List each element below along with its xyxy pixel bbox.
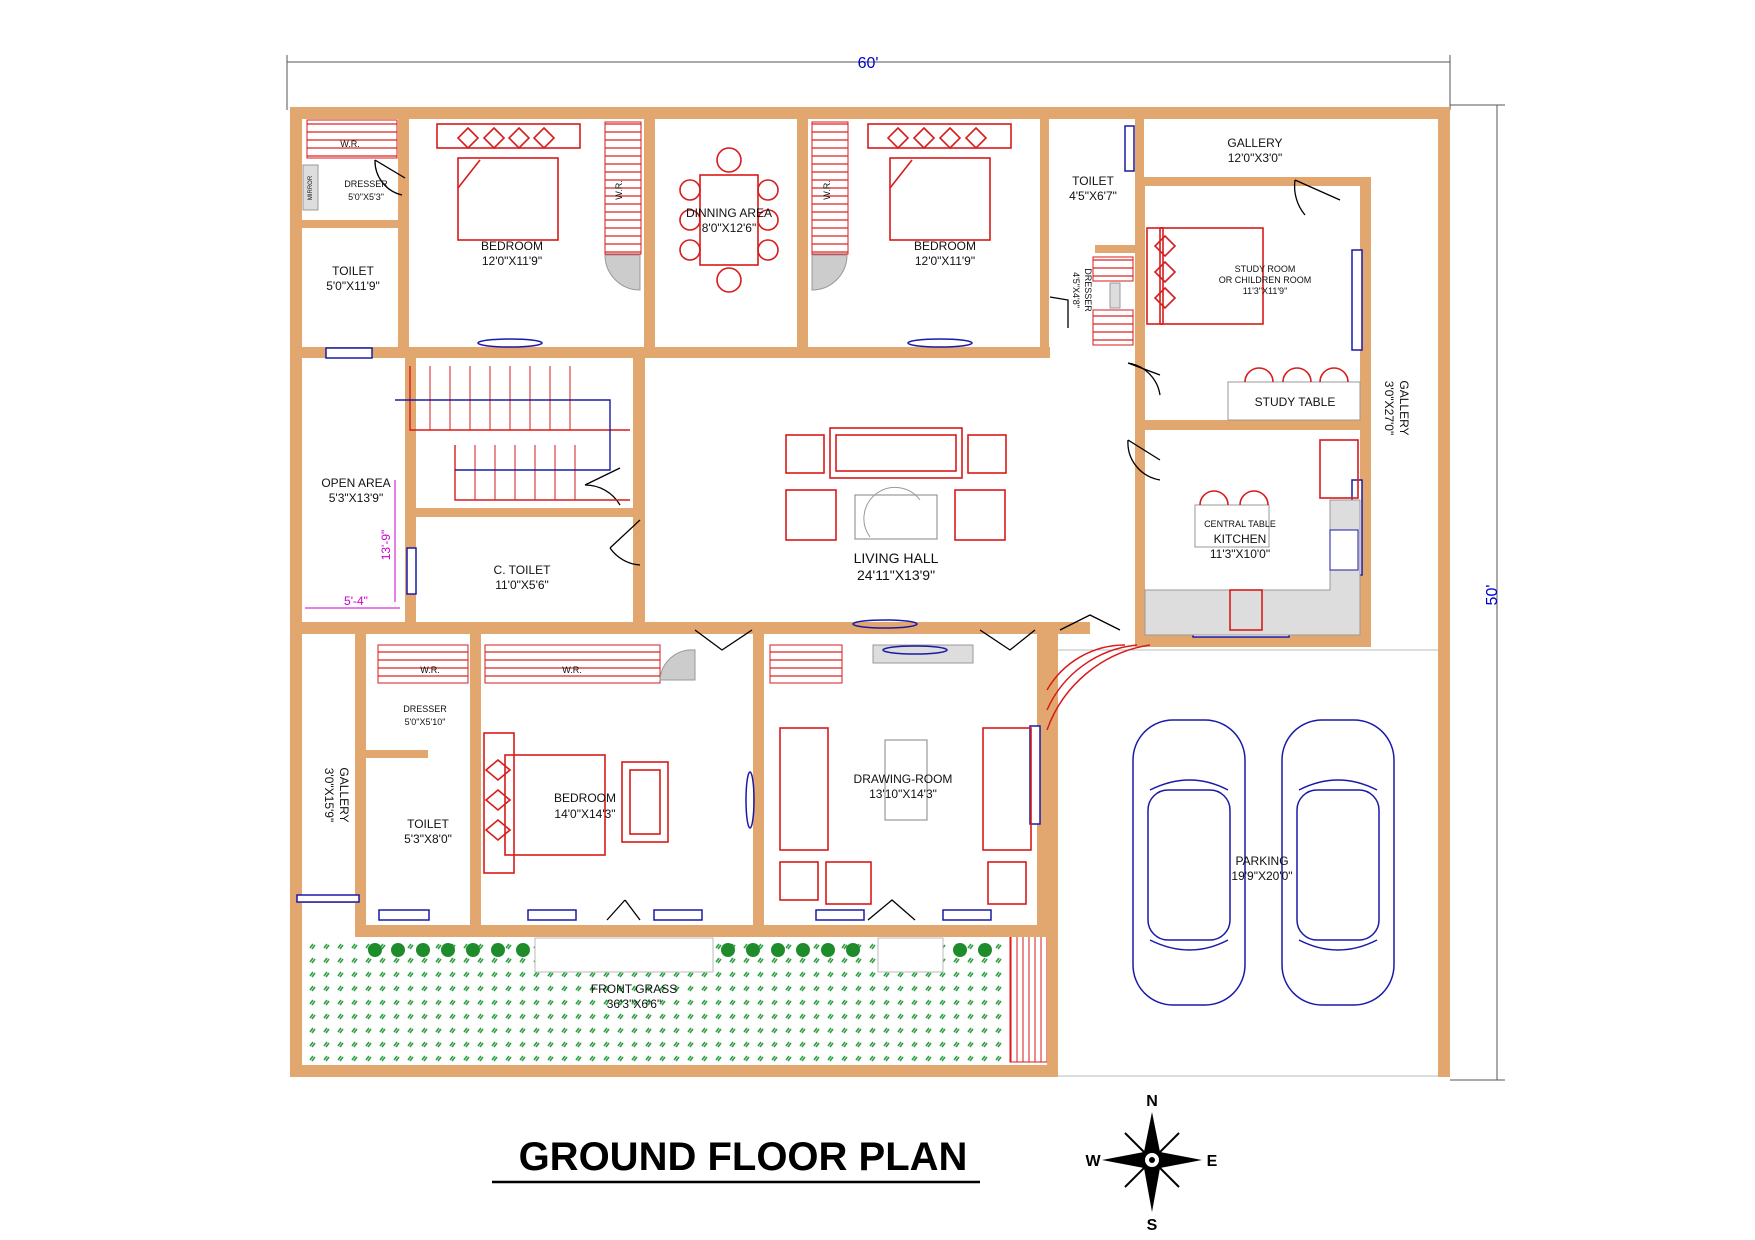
walls (290, 107, 1450, 1077)
open-area-name: OPEN AREA (321, 476, 390, 490)
wr-bedroom-1: W.R. (614, 180, 624, 200)
compass-west: W (1085, 1153, 1101, 1170)
parking-name: PARKING (1235, 854, 1288, 868)
entrance-path-left (534, 937, 714, 973)
entrance-path-right (877, 937, 944, 973)
wardrobes (302, 119, 1134, 684)
car-right (1281, 719, 1395, 1006)
bedroom-1-size: 12'0"X11'9" (482, 254, 542, 268)
compass-icon (1102, 1112, 1202, 1212)
dining-size: 8'0"X12'6" (702, 221, 756, 235)
drawing-room-sofa-set (779, 727, 1032, 905)
gallery-right-size: 3'0"X27'0" (1382, 381, 1396, 435)
living-hall-name: LIVING HALL (854, 550, 939, 566)
bedroom-3-name: BEDROOM (554, 791, 616, 805)
mirror-label: MIRROR (308, 175, 314, 200)
dresser-tl-name: DRESSER (344, 179, 388, 189)
bed-bedroom-1 (436, 123, 581, 241)
wr-bedroom-3-a: W.R. (420, 665, 440, 675)
doors (374, 159, 1341, 921)
dresser-tr-size: 4'5"X4'8" (1071, 272, 1081, 308)
gallery-top-size: 12'0"X3'0" (1228, 151, 1282, 165)
dining-table (679, 147, 779, 293)
toilet-bl-name: TOILET (407, 817, 449, 831)
study-room-name: STUDY ROOM (1235, 264, 1296, 274)
compass-east: E (1207, 1153, 1218, 1170)
wr-label-top-left: W.R. (340, 139, 360, 149)
living-hall-size: 24'11"X13'9" (857, 567, 935, 583)
drawing-room-name: DRAWING-ROOM (854, 772, 953, 786)
bed-bedroom-2 (867, 123, 1012, 241)
dining-name: DINNING AREA (686, 206, 772, 220)
dimension-width-label: 60' (858, 55, 879, 72)
c-toilet-name: C. TOILET (494, 563, 552, 577)
study-room-name-2: OR CHILDREN ROOM (1219, 275, 1312, 285)
toilet-tl-size: 5'0"X11'9" (326, 279, 380, 293)
front-grass-size: 36'3"X6'6" (607, 997, 661, 1011)
toilet-tr-name: TOILET (1072, 174, 1114, 188)
bed-study-room (1146, 227, 1264, 325)
ceiling-fans (477, 338, 973, 829)
kitchen-size: 11'3"X10'0" (1210, 547, 1270, 561)
dresser-tr-name: DRESSER (1083, 268, 1093, 312)
bedroom-3-size: 14'0"X14'3" (554, 807, 615, 821)
kitchen-counter (1144, 439, 1361, 636)
gallery-left-size: 3'0"X15'9" (322, 768, 336, 822)
car-left (1132, 719, 1246, 1006)
gallery-top-name: GALLERY (1227, 136, 1282, 150)
parking-size: 19'9"X20'0" (1231, 869, 1292, 883)
bedroom-2-name: BEDROOM (914, 239, 976, 253)
open-area-size: 5'3"X13'9" (329, 491, 383, 505)
wr-bedroom-2: W.R. (822, 180, 832, 200)
dimension-depth: 50' (1450, 104, 1505, 1081)
bed-bedroom-3 (483, 732, 669, 874)
study-table (1227, 367, 1361, 421)
staircase (395, 366, 630, 501)
dresser-bl-name: DRESSER (403, 704, 447, 714)
page-title: GROUND FLOOR PLAN (519, 1135, 968, 1179)
parking-area (1056, 649, 1440, 1077)
gallery-left-name: GALLERY (337, 767, 351, 822)
open-area-height-dim: 13'-9" (379, 530, 393, 561)
living-sofa-set (785, 427, 1007, 541)
study-room-size: 11'3"X11'9" (1243, 286, 1288, 296)
plants (368, 943, 992, 957)
toilet-tr-size: 4'5"X6'7" (1069, 189, 1117, 203)
toilet-bl-size: 5'3"X8'0" (404, 832, 452, 846)
wr-bedroom-3-b: W.R. (562, 665, 582, 675)
compass-south: S (1147, 1217, 1158, 1234)
study-table-label: STUDY TABLE (1255, 395, 1336, 409)
dresser-bl-size: 5'0"X5'10" (405, 717, 446, 727)
c-toilet-size: 11'0"X5'6" (495, 578, 549, 592)
bedroom-2-size: 12'0"X11'9" (915, 254, 975, 268)
compass-north: N (1146, 1093, 1158, 1110)
dimension-width: 60' (286, 55, 1451, 110)
toilet-tl-name: TOILET (332, 264, 374, 278)
open-area-width-dim: 5'-4" (344, 594, 368, 608)
kitchen-name: KITCHEN (1214, 532, 1267, 546)
dresser-tl-size: 5'0"X5'3" (348, 192, 384, 202)
bedroom-1-name: BEDROOM (481, 239, 543, 253)
dimension-depth-label: 50' (1484, 585, 1501, 606)
drawing-room-size: 13'10"X14'3" (869, 787, 937, 801)
central-table-label: CENTRAL TABLE (1204, 519, 1276, 529)
front-grass-name: FRONT GRASS (591, 982, 677, 996)
gallery-right-name: GALLERY (1397, 380, 1411, 435)
